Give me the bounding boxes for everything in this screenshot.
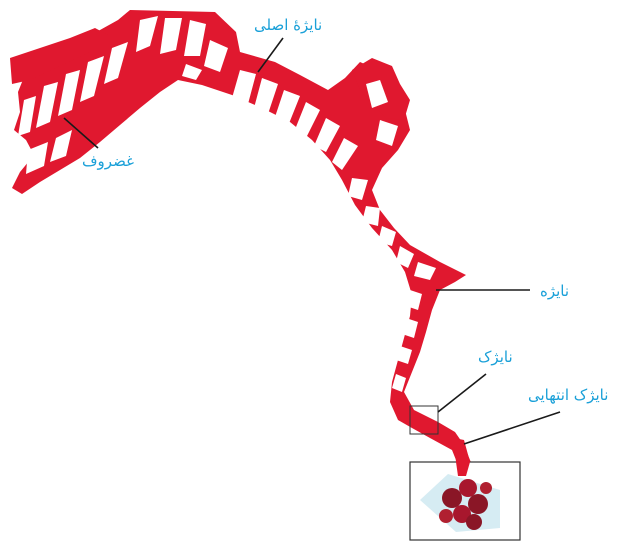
alveolus — [439, 509, 453, 523]
label-bronchiole: نایژک — [478, 348, 513, 366]
leader-bronchiole — [438, 374, 486, 412]
label-main-bronchus: نایژهٔ اصلی — [254, 16, 322, 34]
alveolus — [442, 488, 462, 508]
leader-terminal-bronchiole — [464, 412, 560, 444]
alveolus — [480, 482, 492, 494]
label-bronchus: نایژه — [540, 282, 569, 300]
label-terminal-bronchiole: نایژک انتهایی — [528, 386, 608, 404]
alveolus — [468, 494, 488, 514]
alveolus — [466, 514, 482, 530]
label-cartilage: غضروف — [82, 152, 134, 170]
alveoli-inset — [410, 438, 520, 540]
alveolus — [459, 479, 477, 497]
